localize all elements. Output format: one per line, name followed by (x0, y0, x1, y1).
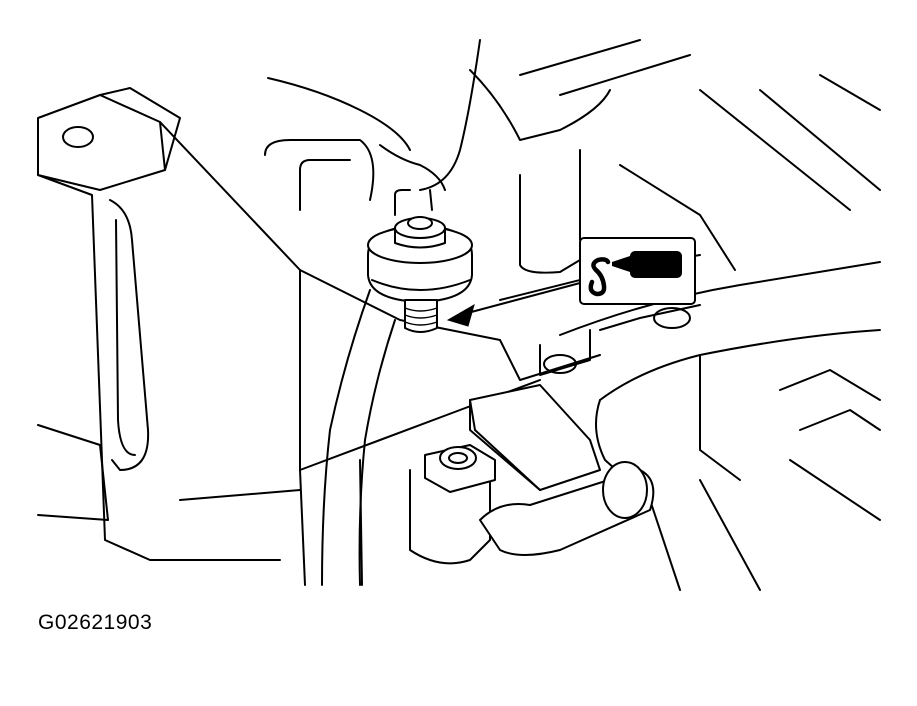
hose (321, 289, 396, 586)
engine-illustration (37, 39, 881, 591)
lower-bolt (409, 384, 655, 565)
sealant-leader (446, 282, 581, 327)
pipe (559, 261, 881, 591)
engine-bracket (37, 87, 301, 561)
upper-component (267, 39, 881, 271)
sealant-tube-icon (579, 237, 696, 305)
figure-code: G02621903 (38, 611, 153, 634)
engine-block (179, 139, 701, 586)
knock-sensor (367, 189, 473, 333)
